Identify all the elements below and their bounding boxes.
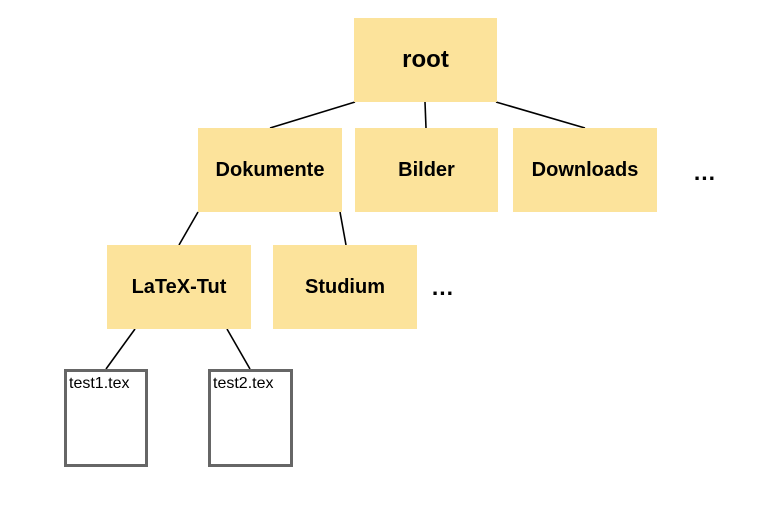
edge-root-bilder (424, 101, 427, 129)
node-bilder: Bilder (355, 128, 498, 212)
node-latex-tut: LaTeX-Tut (107, 245, 251, 329)
file-test2-tex: test2.tex (208, 369, 293, 467)
edge-root-downloads (495, 101, 586, 129)
node-studium: Studium (273, 245, 417, 329)
node-downloads: Downloads (513, 128, 657, 212)
edge-dokumente-latex-tut (178, 211, 199, 246)
node-root: root (354, 18, 497, 102)
node-dokumente: Dokumente (198, 128, 342, 212)
edge-latex-tut-test2 (226, 328, 251, 370)
edge-dokumente-studium (339, 211, 347, 246)
ellipsis-level2: ... (431, 273, 455, 300)
edge-latex-tut-test1 (105, 328, 136, 370)
file-test1-tex: test1.tex (64, 369, 148, 467)
edge-root-dokumente (269, 101, 356, 129)
ellipsis-level1: ... (693, 158, 717, 185)
